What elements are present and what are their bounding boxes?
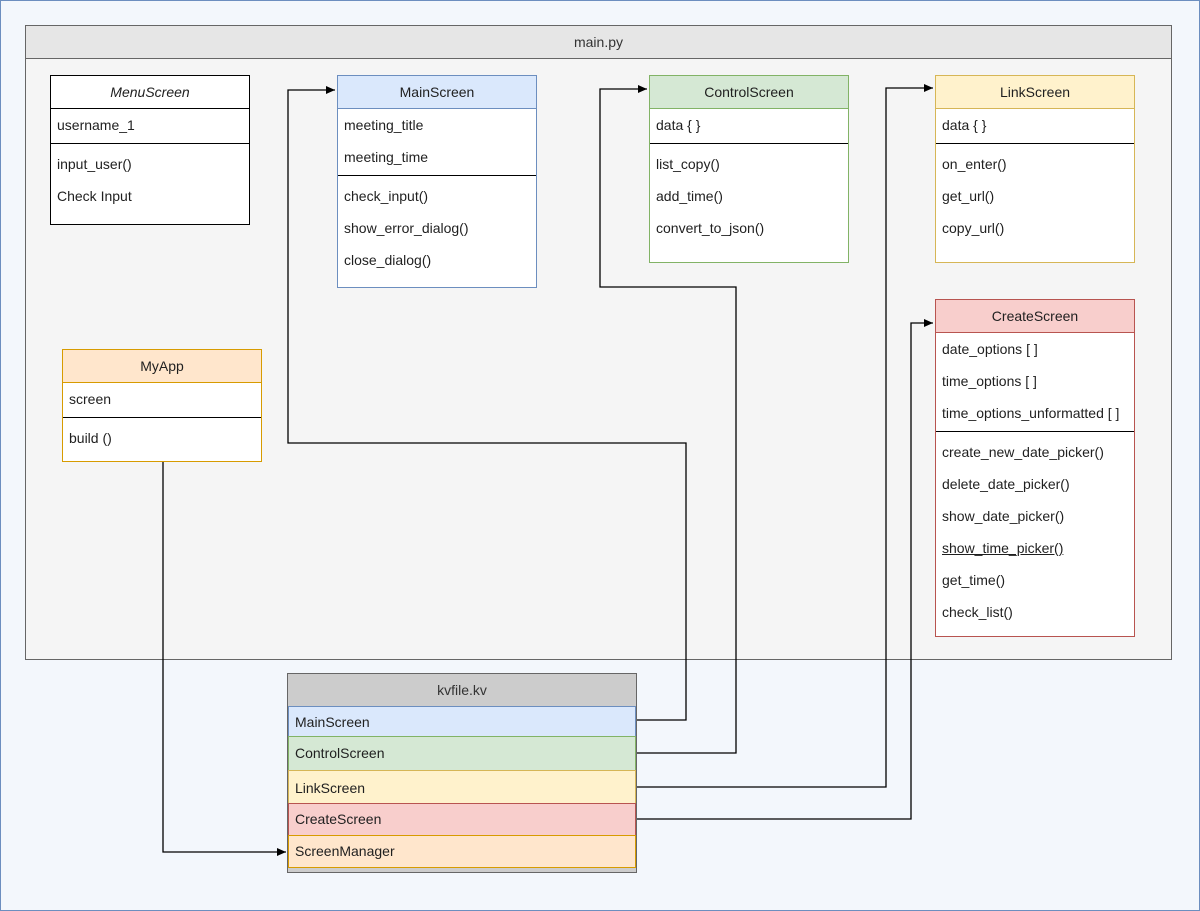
field-data: data { } [656, 117, 701, 133]
class-menu-screen-name: MenuScreen [51, 76, 249, 109]
method-input-user: input_user() [57, 156, 132, 172]
method-show-date-picker: show_date_picker() [942, 508, 1065, 524]
class-divider [338, 175, 536, 176]
kvfile-container[interactable]: kvfile.kv MainScreen ControlScreen LinkS… [287, 673, 637, 873]
kvfile-title: kvfile.kv [437, 682, 487, 698]
kv-item-link-screen[interactable]: LinkScreen [288, 770, 636, 804]
method-check-input: check_input() [344, 188, 429, 204]
edge-kv-link-to-link-screen [637, 84, 933, 788]
method-on-enter: on_enter() [942, 156, 1007, 172]
edge-myapp-to-screen-manager [162, 462, 286, 856]
method-check-input: Check Input [57, 188, 132, 204]
edge-kv-main-to-main-screen [287, 86, 687, 721]
method-get-url: get_url() [942, 188, 995, 204]
class-create-screen[interactable]: CreateScreen date_options [ ] time_optio… [935, 299, 1135, 637]
field-screen: screen [69, 391, 112, 407]
method-copy-url: copy_url() [942, 220, 1005, 236]
method-list-copy: list_copy() [656, 156, 720, 172]
method-show-error-dialog: show_error_dialog() [344, 220, 469, 236]
class-divider [936, 431, 1134, 432]
method-close-dialog: close_dialog() [344, 252, 432, 268]
class-create-screen-name: CreateScreen [936, 300, 1134, 333]
field-username: username_1 [57, 117, 135, 133]
method-show-time-picker: show_time_picker() [942, 540, 1064, 556]
class-link-screen-name: LinkScreen [936, 76, 1134, 109]
class-divider [51, 143, 249, 144]
class-control-screen[interactable]: ControlScreen data { } list_copy() add_t… [649, 75, 849, 263]
method-check-list: check_list() [942, 604, 1013, 620]
class-link-screen[interactable]: LinkScreen data { } on_enter() get_url()… [935, 75, 1135, 263]
field-meeting-time: meeting_time [344, 149, 429, 165]
class-main-screen-name: MainScreen [338, 76, 536, 109]
method-build: build () [69, 430, 112, 446]
class-menu-screen[interactable]: MenuScreen username_1 input_user() Check… [50, 75, 250, 225]
field-time-options: time_options [ ] [942, 373, 1037, 389]
method-get-time: get_time() [942, 572, 1006, 588]
kv-item-screen-manager[interactable]: ScreenManager [288, 835, 636, 868]
method-convert-to-json: convert_to_json() [656, 220, 765, 236]
package-title: main.py [26, 26, 1171, 59]
field-time-options-unformatted: time_options_unformatted [ ] [942, 405, 1120, 421]
class-divider [936, 143, 1134, 144]
kv-item-create-screen[interactable]: CreateScreen [288, 803, 636, 836]
field-data: data { } [942, 117, 987, 133]
edge-kv-create-to-create-screen [637, 319, 933, 820]
class-my-app[interactable]: MyApp screen build () [62, 349, 262, 462]
class-main-screen[interactable]: MainScreen meeting_title meeting_time ch… [337, 75, 537, 288]
class-divider [63, 417, 261, 418]
edge-kv-control-to-control-screen [599, 85, 737, 754]
class-divider [650, 143, 848, 144]
method-delete-date-picker: delete_date_picker() [942, 476, 1070, 492]
class-control-screen-name: ControlScreen [650, 76, 848, 109]
field-meeting-title: meeting_title [344, 117, 424, 133]
method-add-time: add_time() [656, 188, 723, 204]
class-my-app-name: MyApp [63, 350, 261, 383]
field-date-options: date_options [ ] [942, 341, 1038, 357]
method-create-new-date-picker: create_new_date_picker() [942, 444, 1104, 460]
